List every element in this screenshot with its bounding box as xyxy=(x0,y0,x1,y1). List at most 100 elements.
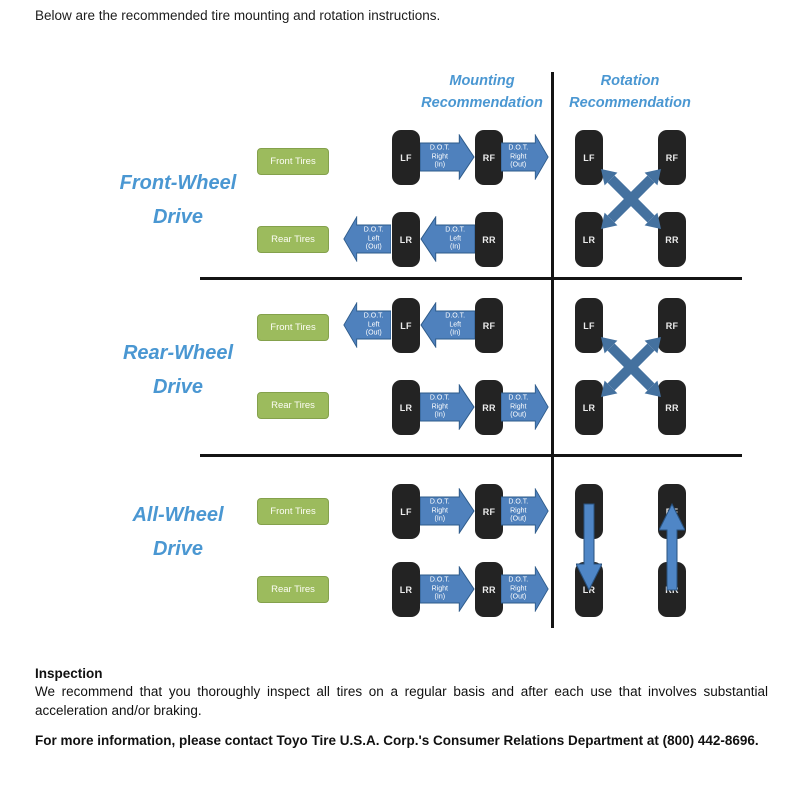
tire-rf: RF xyxy=(475,484,503,539)
arrow-label-line: Right xyxy=(431,402,448,410)
dot-left-in-arrow: D.O.T. Left (In) xyxy=(420,302,475,348)
up-rotation-arrow-icon xyxy=(659,502,685,591)
tire-rf: RF xyxy=(658,298,686,353)
tire-rr: RR xyxy=(658,380,686,435)
arrow-label-line: (In) xyxy=(449,329,461,337)
arrow-label-line: Right xyxy=(431,506,448,514)
arrow-label-line: (In) xyxy=(449,243,461,251)
right-arrow-icon xyxy=(501,384,549,430)
row-label-line: Drive xyxy=(152,538,204,560)
dot-right-in-arrow: D.O.T. Right (In) xyxy=(420,488,475,534)
mounting-column-header: Mounting Recommendation xyxy=(402,70,562,114)
arrow-label-line: Left xyxy=(367,234,380,242)
arrow-label: D.O.T. Right (Out) xyxy=(501,576,536,602)
dot-right-in-arrow: D.O.T. Right (In) xyxy=(420,384,475,430)
dot-left-out-arrow: D.O.T. Left (Out) xyxy=(343,302,391,348)
tire-lf: LF xyxy=(392,298,420,353)
mounting-header-line2: Recommendation xyxy=(421,95,543,111)
row-label-line: Front-Wheel xyxy=(119,172,237,194)
dot-right-out-arrow: D.O.T. Right (Out) xyxy=(501,488,549,534)
arrow-label-line: (Out) xyxy=(510,593,527,601)
tire-rf: RF xyxy=(475,298,503,353)
arrow-label-line: (In) xyxy=(434,593,446,601)
arrow-label: D.O.T. Left (In) xyxy=(435,312,475,338)
arrow-label: D.O.T. Right (In) xyxy=(420,144,460,170)
arrow-label-line: Right xyxy=(431,584,448,592)
arrow-label-line: Left xyxy=(367,320,380,328)
tire-lf: LF xyxy=(575,130,603,185)
row-label-line: Drive xyxy=(152,376,204,398)
arrow-label-line: D.O.T. xyxy=(508,576,529,584)
arrow-label: D.O.T. Right (Out) xyxy=(501,394,536,420)
left-arrow-icon xyxy=(420,302,475,348)
row-label-front-wheel-drive: Front-Wheel Drive xyxy=(103,166,253,234)
arrow-label-line: (Out) xyxy=(510,161,527,169)
arrow-label-line: Right xyxy=(431,152,448,160)
cross-rotation-arrows-icon xyxy=(601,337,661,397)
arrow-label-line: D.O.T. xyxy=(508,394,529,402)
arrow-label: D.O.T. Left (In) xyxy=(435,226,475,252)
arrow-label-line: D.O.T. xyxy=(508,144,529,152)
tire-lf: LF xyxy=(392,484,420,539)
arrow-label-line: (In) xyxy=(434,161,446,169)
rotation-column-header: Rotation Recommendation xyxy=(555,70,705,114)
front-tires-badge: Front Tires xyxy=(257,148,329,175)
right-arrow-icon xyxy=(420,384,475,430)
arrow-label: D.O.T. Right (In) xyxy=(420,394,460,420)
right-arrow-icon xyxy=(420,488,475,534)
left-arrow-icon xyxy=(420,216,475,262)
right-arrow-icon xyxy=(501,134,549,180)
arrow-label-line: D.O.T. xyxy=(429,144,450,152)
arrow-label-line: Right xyxy=(510,506,527,514)
grid-divider-vertical xyxy=(551,72,554,628)
arrow-label: D.O.T. Right (In) xyxy=(420,576,460,602)
dot-right-out-arrow: D.O.T. Right (Out) xyxy=(501,566,549,612)
arrow-label-line: Right xyxy=(510,584,527,592)
right-arrow-icon xyxy=(501,566,549,612)
arrow-label-line: D.O.T. xyxy=(508,498,529,506)
inspection-heading: Inspection xyxy=(35,666,103,681)
row-label-rear-wheel-drive: Rear-Wheel Drive xyxy=(103,336,253,404)
row-label-all-wheel-drive: All-Wheel Drive xyxy=(103,498,253,566)
tire-rf: RF xyxy=(475,130,503,185)
right-arrow-icon xyxy=(420,134,475,180)
right-arrow-icon xyxy=(420,566,475,612)
rear-tires-badge: Rear Tires xyxy=(257,226,329,253)
tire-rr: RR xyxy=(475,212,503,267)
tire-lr: LR xyxy=(575,212,603,267)
inspection-body: We recommend that you thoroughly inspect… xyxy=(35,684,768,718)
tire-lr: LR xyxy=(392,380,420,435)
arrow-label: D.O.T. Left (Out) xyxy=(356,312,391,338)
tire-lr: LR xyxy=(392,562,420,617)
arrow-label-line: Left xyxy=(449,320,462,328)
mounting-header-line1: Mounting xyxy=(449,73,515,89)
dot-right-out-arrow: D.O.T. Right (Out) xyxy=(501,134,549,180)
tire-lf: LF xyxy=(575,298,603,353)
row-label-line: All-Wheel xyxy=(132,504,224,526)
tire-lr: LR xyxy=(392,212,420,267)
arrow-label-line: D.O.T. xyxy=(363,312,384,320)
arrow-label-line: D.O.T. xyxy=(363,226,384,234)
down-rotation-arrow-icon xyxy=(576,503,602,592)
arrow-label: D.O.T. Left (Out) xyxy=(356,226,391,252)
arrow-label-line: (Out) xyxy=(365,243,382,251)
arrow-label-line: Right xyxy=(510,152,527,160)
arrow-label-line: D.O.T. xyxy=(445,312,466,320)
tire-lr: LR xyxy=(575,380,603,435)
arrow-label-line: Left xyxy=(449,234,462,242)
arrow-label-line: (In) xyxy=(434,411,446,419)
left-arrow-icon xyxy=(343,302,391,348)
cross-rotation-arrows-icon xyxy=(601,169,661,229)
left-arrow-icon xyxy=(343,216,391,262)
arrow-label-line: D.O.T. xyxy=(445,226,466,234)
grid-divider-horizontal-1 xyxy=(200,277,742,280)
arrow-label: D.O.T. Right (Out) xyxy=(501,498,536,524)
rear-tires-badge: Rear Tires xyxy=(257,576,329,603)
contact-info: For more information, please contact Toy… xyxy=(35,733,759,748)
dot-right-in-arrow: D.O.T. Right (In) xyxy=(420,566,475,612)
arrow-label-line: D.O.T. xyxy=(429,498,450,506)
arrow-label: D.O.T. Right (Out) xyxy=(501,144,536,170)
row-label-line: Drive xyxy=(152,206,204,228)
rotation-header-line1: Rotation xyxy=(600,73,660,89)
